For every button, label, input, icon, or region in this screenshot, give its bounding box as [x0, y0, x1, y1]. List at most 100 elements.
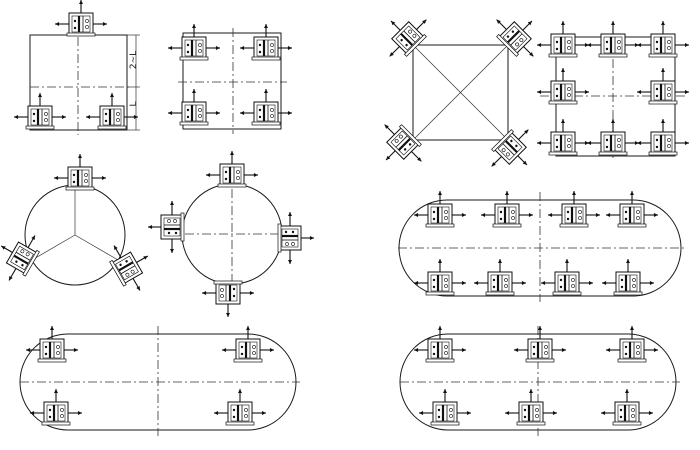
unit-icon	[384, 124, 422, 162]
unit-icon	[30, 389, 82, 426]
unit-bolt	[544, 345, 548, 349]
unit-plate	[530, 341, 550, 359]
arrow-icon	[419, 411, 433, 415]
unit-bolt	[535, 414, 539, 418]
unit-bolt	[667, 46, 671, 50]
arrow-head	[238, 389, 242, 394]
arrow-icon	[110, 93, 114, 106]
unit-bolt	[667, 144, 671, 148]
arrow-head	[552, 411, 557, 415]
arrow-head	[661, 119, 665, 124]
unit-icon	[637, 119, 689, 156]
unit-bolt	[605, 145, 609, 149]
unit-bolt	[532, 345, 536, 349]
arrow-head	[481, 213, 486, 217]
unit-icon	[214, 389, 266, 426]
arrow-icon	[288, 250, 292, 264]
arrow-icon	[548, 213, 562, 217]
unit-base	[425, 358, 455, 363]
arrow-icon	[192, 89, 196, 102]
unit-bolt	[44, 352, 48, 356]
arrow-head	[31, 235, 35, 240]
unit-plate	[102, 108, 122, 126]
unit-plate	[653, 36, 673, 54]
arrow-icon	[206, 173, 220, 177]
fig-stadium-eight	[398, 199, 682, 297]
unit-bolt	[511, 216, 515, 220]
unit-body	[219, 163, 245, 187]
unit-bolt	[285, 242, 289, 246]
arrow-head	[529, 52, 534, 57]
arrow-head	[611, 119, 615, 124]
arrow-icon	[246, 326, 250, 339]
arrow-icon	[27, 235, 36, 248]
arrow-icon	[661, 21, 665, 34]
arrow-head	[661, 21, 665, 26]
unit-bolt	[186, 115, 190, 119]
unit-bolt	[432, 278, 436, 282]
unit-bolt	[198, 114, 202, 118]
arrow-icon	[93, 22, 107, 26]
unit-bolt	[624, 210, 628, 214]
arrow-icon	[572, 191, 576, 204]
unit-bolt	[232, 287, 236, 291]
unit-base	[37, 358, 67, 363]
unit-bolt	[232, 408, 236, 412]
arrow-icon	[529, 389, 533, 402]
arrow-head	[537, 43, 542, 47]
unit-base	[525, 358, 555, 363]
unit-bolt	[617, 144, 621, 148]
arrow-head	[288, 212, 292, 217]
arrow-icon	[561, 68, 565, 81]
unit-base	[251, 121, 281, 126]
arrow-head	[50, 326, 54, 331]
unit-icon	[240, 89, 292, 126]
unit-icon	[222, 326, 274, 363]
unit-bolt	[620, 285, 624, 289]
unit-bolt	[567, 93, 571, 97]
unit-icon	[419, 389, 471, 426]
arrow-icon	[14, 115, 28, 119]
unit-icon	[481, 191, 533, 228]
arrow-head	[461, 348, 466, 352]
arrow-head	[637, 141, 642, 145]
arrow-head	[637, 43, 642, 47]
arrow-head	[170, 248, 174, 253]
unit-bolt	[84, 173, 88, 177]
unit-base	[425, 223, 455, 228]
arrow-icon	[64, 348, 78, 352]
unit-plate	[390, 130, 416, 156]
arrow-icon	[264, 24, 268, 37]
unit-plate	[30, 108, 50, 126]
unit-base	[180, 212, 185, 242]
arrow-head	[653, 213, 658, 217]
arrow-icon	[512, 281, 526, 285]
unit-bolt	[48, 408, 52, 412]
unit-body	[600, 131, 626, 155]
arrow-icon	[522, 20, 533, 31]
unit-bolt	[624, 217, 628, 221]
arrow-head	[461, 213, 466, 217]
unit-bolt	[284, 230, 288, 234]
arrow-icon	[523, 46, 534, 57]
arrow-icon	[630, 191, 634, 204]
arrow-icon	[202, 291, 216, 295]
arrow-icon	[192, 24, 196, 37]
unit-bolt	[449, 408, 453, 412]
unit-base	[612, 421, 642, 426]
unit-plate	[618, 274, 638, 292]
figure-outlines	[19, 20, 686, 436]
unit-plate	[46, 404, 66, 422]
arrow-head	[246, 326, 250, 331]
unit-bolt	[258, 50, 262, 54]
unit-bolt	[104, 112, 108, 116]
unit-bolt	[605, 40, 609, 44]
arrow-icon	[625, 43, 639, 47]
unit-symbols	[0, 0, 689, 426]
unit-bolt	[444, 351, 448, 355]
arrow-icon	[389, 46, 400, 57]
arrow-head	[466, 411, 471, 415]
unit-icon	[491, 129, 529, 167]
unit-bolt	[667, 87, 671, 91]
unit-bolt	[73, 26, 77, 30]
